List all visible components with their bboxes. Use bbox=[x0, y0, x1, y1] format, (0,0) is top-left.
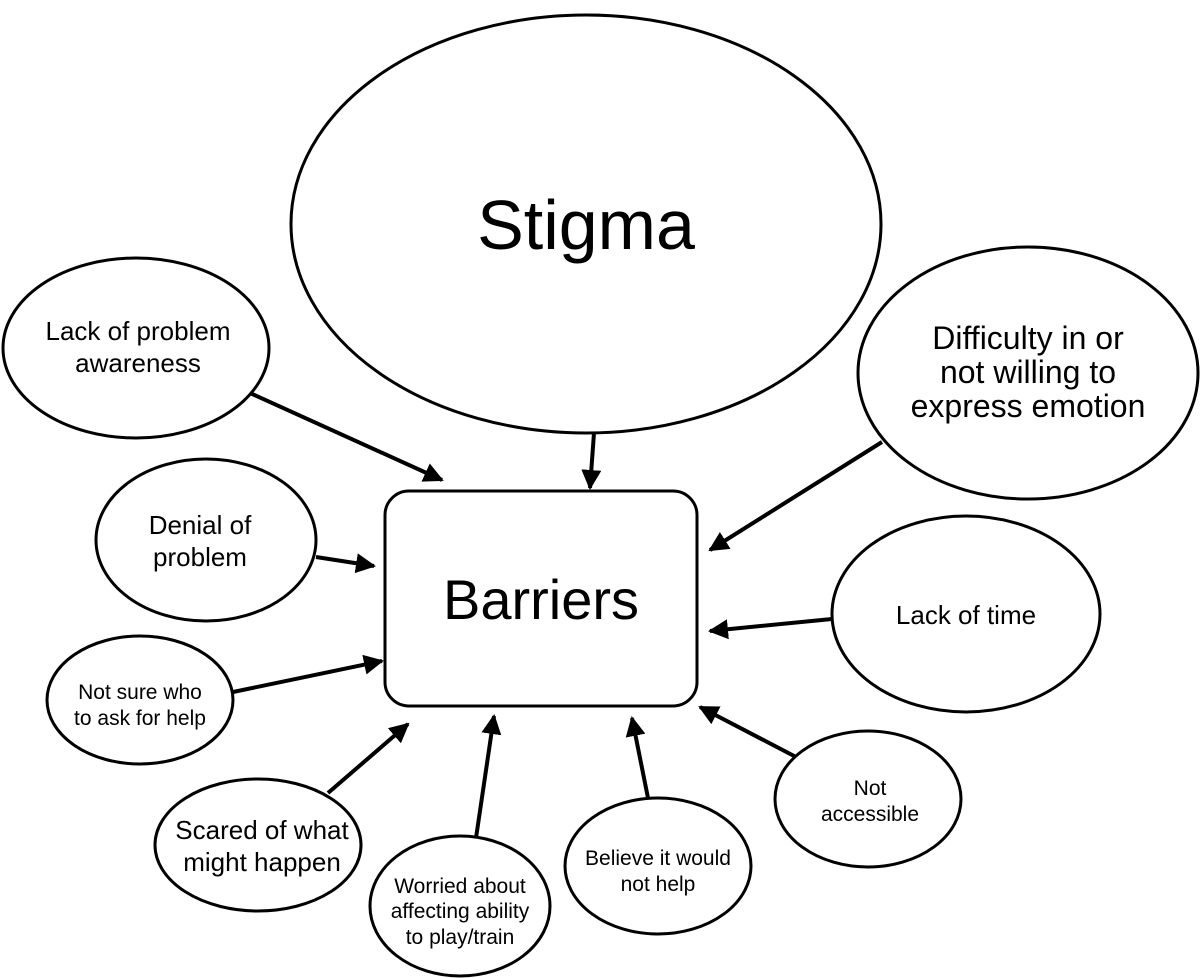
arrow-scared-of-what-might-happen bbox=[326, 722, 410, 795]
arrow-worried-about-ability bbox=[474, 714, 502, 839]
arrow-believe-would-not-help bbox=[625, 716, 650, 799]
denial-of-problem-node bbox=[94, 457, 318, 623]
arrow-lack-of-time bbox=[708, 617, 833, 640]
not-sure-who-to-ask-node bbox=[45, 634, 235, 766]
arrow-difficulty-expressing-emotion bbox=[708, 440, 884, 552]
arrow-not-sure-who-to-ask bbox=[232, 654, 384, 694]
believe-would-not-help-label: Believe it would not help bbox=[585, 847, 731, 896]
lack-of-problem-awareness-node bbox=[1, 256, 271, 440]
arrow-stigma bbox=[581, 432, 602, 490]
not-accessible-label: Not accessible bbox=[820, 777, 920, 826]
lack-of-problem-awareness-label: Lack of problem awareness bbox=[45, 316, 231, 378]
lack-of-time-node bbox=[830, 514, 1102, 714]
difficulty-expressing-emotion-node bbox=[856, 245, 1200, 501]
scared-of-what-might-happen-node bbox=[153, 777, 363, 913]
believe-would-not-help-node bbox=[563, 796, 753, 936]
barriers-box bbox=[383, 489, 699, 708]
difficulty-expressing-emotion-label: Difficulty in or not willing to express … bbox=[910, 320, 1146, 424]
worried-about-ability-label: Worried about affecting ability to play/… bbox=[390, 874, 530, 949]
barriers-label: Barriers bbox=[442, 568, 640, 631]
stigma-label: Stigma bbox=[477, 186, 695, 264]
lack-of-time-label: Lack of time bbox=[895, 600, 1037, 631]
not-sure-who-to-ask-label: Not sure who to ask for help bbox=[74, 681, 206, 730]
scared-of-what-might-happen-label: Scared of what might happen bbox=[175, 815, 349, 877]
stigma-node bbox=[289, 13, 883, 435]
not-accessible-node bbox=[773, 729, 963, 869]
arrow-not-accessible bbox=[698, 705, 797, 759]
arrow-lack-of-problem-awareness bbox=[249, 391, 444, 482]
denial-of-problem-label: Denial of problem bbox=[148, 510, 252, 572]
arrow-denial-of-problem bbox=[315, 553, 376, 574]
worried-about-ability-node bbox=[368, 834, 552, 978]
